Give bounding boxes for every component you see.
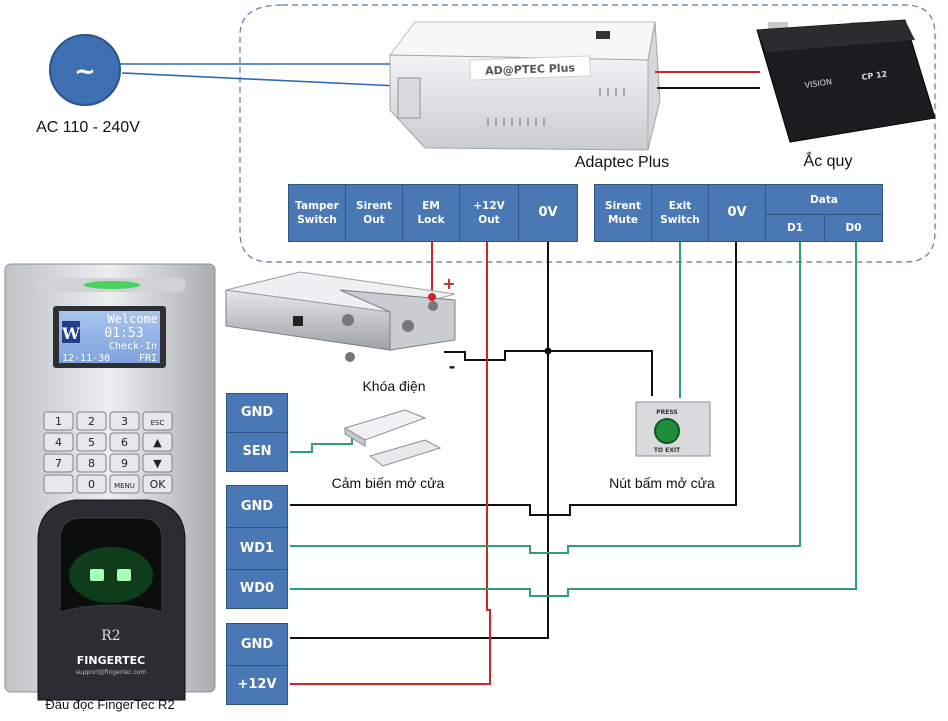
keypad-key-label: ▼ (153, 457, 162, 470)
keypad-key-label: 5 (88, 436, 95, 449)
ac-wires (120, 63, 399, 87)
lock-terminal (428, 293, 436, 301)
keypad-key (76, 432, 107, 452)
reader-label: Đầu đọc FingerTec R2 (45, 697, 174, 712)
lock-label: Khóa điện (362, 378, 425, 394)
keypad-key (76, 453, 107, 473)
wires-red (290, 242, 491, 685)
terminal-12v-out: +12V Out (459, 184, 519, 242)
keypad-key-label: MENU (114, 482, 135, 490)
keypad-key-label: 6 (121, 436, 128, 449)
terminal-exit-switch: Exit Switch (651, 184, 709, 242)
terminal-sirent-out: Sirent Out (345, 184, 403, 242)
exit-press: PRESS (656, 409, 678, 416)
sensor-terminal-sen: SEN (226, 432, 288, 472)
exit-to-exit: TO EXIT (654, 447, 681, 454)
ac-label: AC 110 - 240V (36, 119, 140, 136)
fingerprint-sensor (59, 517, 163, 613)
door-sensor: Cảm biến mở cửa (332, 409, 445, 491)
lock-minus: - (449, 357, 456, 376)
terminal-data-header: Data (765, 184, 883, 215)
keypad-key-label: 0 (88, 478, 95, 491)
terminal-d1: D1 (765, 214, 825, 242)
wires-black (290, 242, 737, 639)
junction-dot (544, 347, 552, 355)
ac-source-icon (49, 34, 121, 106)
adaptec-controller: AD@PTEC Plus Adaptec Plus (389, 21, 669, 171)
ac-source: ~ AC 110 - 240V (36, 34, 140, 136)
ac-symbol: ~ (74, 57, 96, 87)
exit-button: PRESS TO EXIT Nút bấm mở cửa (609, 401, 715, 491)
lock-plus: + (442, 274, 455, 293)
battery-brand: VISION (804, 77, 833, 90)
terminal-0v-left: 0V (518, 184, 578, 242)
wires-green (290, 242, 857, 597)
screen-time: 01:53 (104, 326, 143, 341)
battery-model: CP 12 (861, 69, 888, 81)
em-lock: + - Khóa điện (225, 271, 456, 394)
enclosure-outline (239, 4, 936, 263)
keypad-key-label: 3 (121, 415, 128, 428)
keypad-key (109, 432, 140, 452)
keypad-key (109, 453, 140, 473)
keypad-key (142, 474, 173, 494)
screen-mode: Check-In (109, 341, 157, 352)
terminal-sirent-mute: Sirent Mute (594, 184, 652, 242)
status-led (84, 281, 140, 289)
sensor-terminal-gnd: GND (226, 393, 288, 433)
exit-button-label: Nút bấm mở cửa (609, 475, 715, 491)
keypad-key-label: ESC (151, 419, 165, 427)
screen-welcome: Welcome (107, 312, 158, 326)
fingertec-reader: W Welcome 01:53 Check-In 12-11-30 FRI 1 2… (4, 263, 216, 712)
reader-terminal-wd0: WD0 (226, 569, 288, 609)
keypad-key (142, 432, 173, 452)
screen-logo: W (61, 324, 81, 343)
terminal-tamper-switch: Tamper Switch (288, 184, 346, 242)
adaptec-label: Adaptec Plus (575, 154, 669, 171)
keypad-key-label: 2 (88, 415, 95, 428)
keypad-key (43, 411, 74, 431)
keypad-key (43, 432, 74, 452)
keypad-key-label: 9 (121, 457, 128, 470)
keypad-key-label: 7 (55, 457, 62, 470)
keypad-key-label: 8 (88, 457, 95, 470)
terminal-em-lock: EM Lock (402, 184, 460, 242)
terminal-d0: D0 (824, 214, 883, 242)
screen-date: 12-11-30 (62, 353, 110, 364)
reader-keypad: 1 2 3 ESC 4 5 6 ▲ 7 8 9 ▼ 0 MENU OK (43, 411, 173, 494)
keypad-key-label: ▲ (153, 436, 162, 449)
reader-terminal-12v: +12V (226, 665, 288, 705)
keypad-key-label: 1 (55, 415, 62, 428)
keypad-key-label: 4 (55, 436, 62, 449)
keypad-key (76, 474, 107, 494)
sensor-label: Cảm biến mở cửa (332, 475, 445, 491)
adaptec-logo: AD@PTEC Plus (485, 61, 576, 77)
keypad-key (76, 411, 107, 431)
keypad-key (43, 474, 74, 494)
battery: VISION CP 12 Ắc quy (756, 19, 936, 170)
keypad-key (43, 453, 74, 473)
reader-site: support@fingertec.com (76, 669, 147, 676)
terminal-0v-right: 0V (708, 184, 766, 242)
keypad-key-label: OK (150, 478, 167, 491)
reader-brand: FINGERTEC (77, 654, 145, 667)
reader-terminal-wd1: WD1 (226, 527, 288, 570)
screen-day: FRI (139, 353, 157, 364)
battery-label: Ắc quy (804, 151, 853, 170)
reader-terminal-gnd-power: GND (226, 623, 288, 666)
keypad-key (142, 453, 173, 473)
keypad-key (109, 474, 140, 494)
keypad-key (142, 411, 173, 431)
reader-terminal-gnd-data: GND (226, 485, 288, 528)
keypad-key (109, 411, 140, 431)
reader-model: R2 (101, 628, 120, 644)
